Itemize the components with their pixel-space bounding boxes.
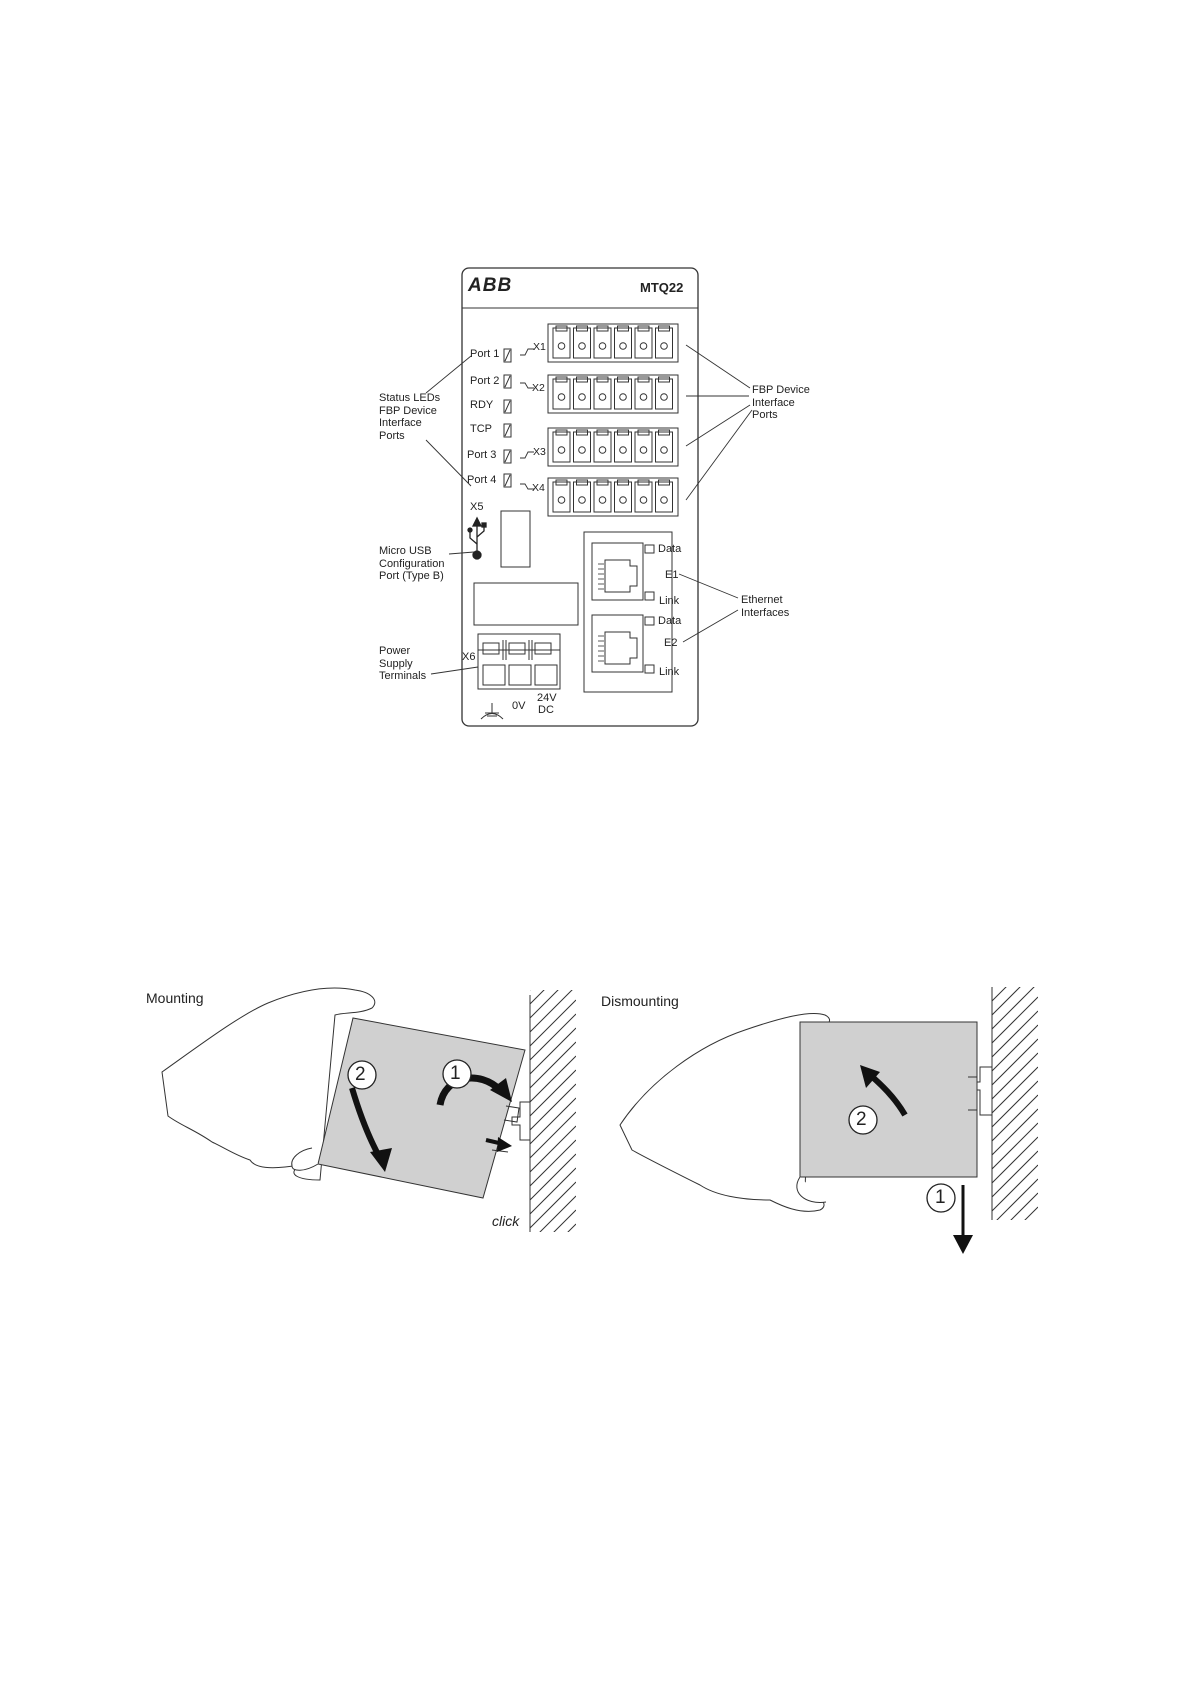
- dismount-step2-num: 2: [856, 1110, 867, 1130]
- mounting-title: Mounting: [146, 990, 204, 1006]
- dismount-wall: [992, 927, 1038, 1323]
- mount-module: [318, 1018, 525, 1198]
- click-label: click: [492, 1213, 519, 1229]
- mount-wall: [530, 930, 576, 1326]
- mount-step1-num: 1: [450, 1064, 461, 1084]
- mount-step2-num: 2: [355, 1065, 366, 1085]
- dismount-step1-num: 1: [935, 1188, 946, 1208]
- dismount-module: [800, 1022, 977, 1177]
- dismounting-title: Dismounting: [601, 993, 679, 1009]
